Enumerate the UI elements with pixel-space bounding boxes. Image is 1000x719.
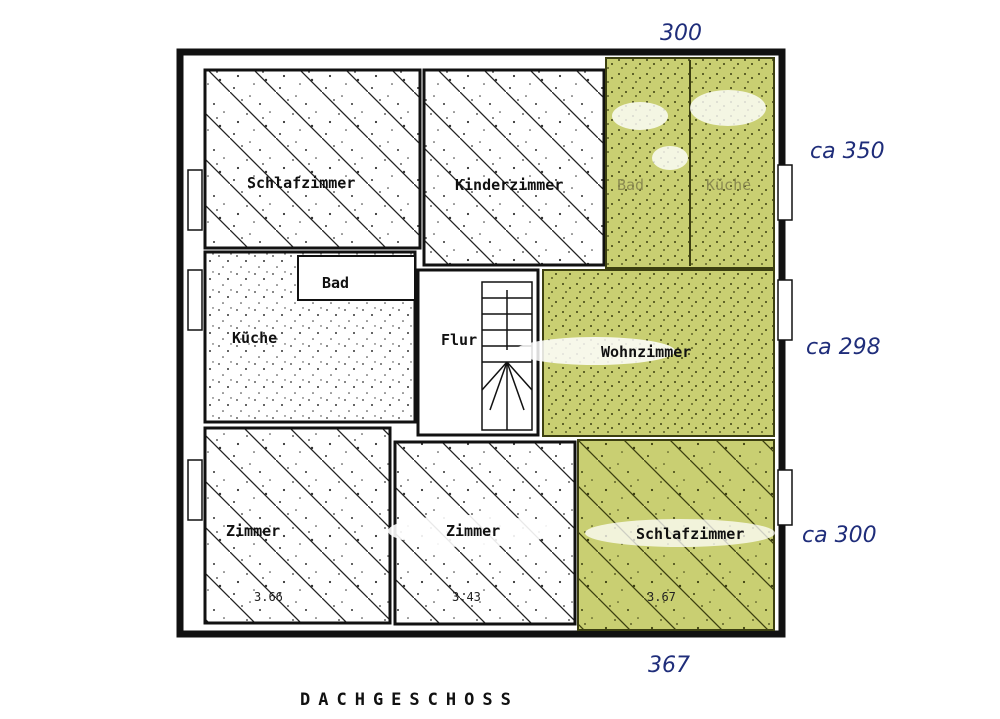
- annotation-row2-depth: ca 298: [806, 335, 881, 360]
- label-right-kueche: Küche: [706, 176, 751, 194]
- label-zimmer-a: Zimmer: [226, 522, 280, 540]
- label-schlafzimmer: Schlafzimmer: [247, 174, 355, 192]
- room-schlafzimmer: [203, 68, 422, 250]
- dim-zimmer-b: 3.43: [452, 590, 481, 604]
- label-zimmer-b: Zimmer: [446, 522, 500, 540]
- annotation-row3-depth: ca 300: [802, 523, 877, 548]
- room-kinderzimmer: [422, 68, 606, 267]
- label-kinderzimmer: Kinderzimmer: [455, 176, 563, 194]
- room-zimmer-a: [203, 426, 392, 625]
- plan-title: DACHGESCHOSS: [300, 690, 519, 710]
- annotation-top-width: 300: [660, 21, 702, 46]
- dim-zimmer-a: 3.66: [254, 590, 283, 604]
- dim-schlafzimmer-right: 3.67: [647, 590, 676, 604]
- label-right-wohnzimmer: Wohnzimmer: [601, 343, 691, 361]
- label-flur: Flur: [441, 331, 477, 349]
- label-kueche: Küche: [232, 329, 277, 347]
- windows: [187, 164, 793, 526]
- annotation-bottom-width: 367: [648, 653, 690, 678]
- room-bad: [297, 255, 416, 301]
- label-right-bad: Bad: [617, 176, 644, 194]
- label-bad: Bad: [322, 274, 349, 292]
- staircase: [481, 281, 533, 431]
- annotation-row1-depth: ca 350: [810, 139, 885, 164]
- label-right-schlafzimmer: Schlafzimmer: [636, 525, 744, 543]
